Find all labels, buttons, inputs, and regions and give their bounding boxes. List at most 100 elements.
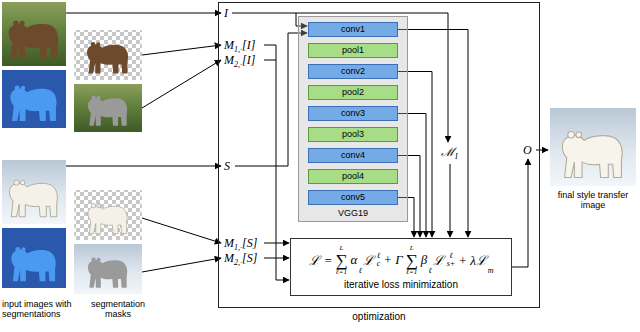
math-symbol: M xyxy=(224,251,234,265)
result-ground xyxy=(550,108,636,186)
wire xyxy=(264,60,276,61)
sum-limit: L xyxy=(340,245,344,252)
sum-limit: ℓ=1 xyxy=(336,269,347,276)
pool-layer: pool2 xyxy=(308,85,398,100)
label-group: M2,·[I] xyxy=(224,53,255,72)
conv-layer: conv5 xyxy=(308,190,398,205)
sum-sign: ∑ xyxy=(406,252,418,269)
label-group: O xyxy=(523,143,532,157)
wire xyxy=(536,150,548,151)
loss-caption: iterative loss minimization xyxy=(344,279,458,290)
math-subscript: 1,· xyxy=(234,243,242,252)
wire xyxy=(264,45,289,280)
layer-name: conv3 xyxy=(341,109,365,118)
sum-limit: L xyxy=(410,245,414,252)
frame-heading: optimization xyxy=(219,311,539,322)
label-group: ℳI xyxy=(441,145,458,164)
wire xyxy=(66,13,221,14)
network-box: VGG19 conv1 pool1 conv2 pool2 conv3 pool3 conv4… xyxy=(298,16,408,222)
caption: input images with segmentations xyxy=(2,299,72,319)
math-term: ℒ = xyxy=(309,251,332,269)
checker-bear xyxy=(88,96,127,126)
photo-ground xyxy=(2,2,66,66)
caption-text: iterative loss minimization xyxy=(344,279,458,290)
math-symbol: I xyxy=(224,6,228,20)
math-symbol: [S] xyxy=(242,236,257,250)
wire xyxy=(66,166,221,167)
sum-sign: ∑ xyxy=(335,252,347,269)
result-bear xyxy=(562,132,622,178)
sum-operator: L∑ℓ=1 xyxy=(406,245,418,276)
sum-limit: ℓ=1 xyxy=(406,269,417,276)
wire xyxy=(142,45,221,55)
masked-bear xyxy=(88,204,127,234)
math-subscript: 1,· xyxy=(234,45,242,54)
layer-name: pool4 xyxy=(342,172,364,181)
conv-layer: conv3 xyxy=(308,106,398,121)
masked-background xyxy=(74,84,142,132)
brown-bear xyxy=(9,21,59,59)
pool-layer: pool3 xyxy=(308,127,398,142)
sum-operator: L∑ℓ=1 xyxy=(335,245,347,276)
layer-name: pool3 xyxy=(342,130,364,139)
photo-ground xyxy=(2,160,66,224)
math-term: ℒ xyxy=(433,251,444,269)
wire xyxy=(142,218,221,243)
math-symbol: S xyxy=(224,159,230,173)
mask-bear xyxy=(10,86,56,121)
script-pair: ℓc xyxy=(377,252,381,268)
masked-background xyxy=(74,244,142,294)
math-symbol: M xyxy=(224,236,234,250)
math-subscript: 2,· xyxy=(234,258,242,267)
conv-layer: conv1 xyxy=(308,22,398,37)
wire xyxy=(142,258,221,272)
masked-bear xyxy=(87,42,128,74)
wire xyxy=(264,243,289,244)
polar-bear xyxy=(10,180,58,217)
math-subscript: c xyxy=(377,260,381,268)
formula: ℒ =L∑ℓ=1αℓℒℓc+ ΓL∑ℓ=1βℓℒℓs++ λℒm xyxy=(308,245,493,276)
pool-layer: pool4 xyxy=(308,169,398,184)
math-term: ℒ xyxy=(363,251,374,269)
math-symbol: M xyxy=(224,53,234,67)
layer-name: conv5 xyxy=(341,193,365,202)
math-symbol: ℳ xyxy=(441,145,455,159)
label-group: segmentation masks xyxy=(88,299,148,320)
checker-ground xyxy=(74,190,142,240)
math-subscript: s+ xyxy=(447,260,456,268)
wire xyxy=(142,60,221,108)
label-group: S xyxy=(224,159,230,173)
caption: segmentation masks xyxy=(91,299,145,319)
math-subscript: ℓ xyxy=(358,266,361,275)
math-symbol: [I] xyxy=(242,53,255,67)
layer-name: pool1 xyxy=(342,46,364,55)
math-symbol: [I] xyxy=(242,38,255,52)
layer-name: conv1 xyxy=(341,25,365,34)
caption: final style transfer image xyxy=(558,190,629,210)
math-superscript: ℓ xyxy=(377,252,380,260)
math-subscript: 2,· xyxy=(234,60,242,69)
optimization-frame: optimizationVGG19conv1pool1conv2pool2con… xyxy=(218,2,540,308)
network-name: VGG19 xyxy=(299,208,407,218)
math-symbol: [S] xyxy=(242,251,257,265)
layer-name: conv2 xyxy=(341,67,365,76)
math-superscript: ℓ xyxy=(449,252,452,260)
math-term: + Γ xyxy=(383,252,402,268)
mask-ground xyxy=(2,70,66,128)
checker-bear xyxy=(88,258,127,288)
wire xyxy=(512,159,528,267)
math-subscript: I xyxy=(455,152,458,161)
loss-box: ℒ =L∑ℓ=1αℓℒℓc+ ΓL∑ℓ=1βℓℒℓs++ λℒmiterativ… xyxy=(290,238,512,296)
wire xyxy=(450,164,451,237)
mask-bear xyxy=(11,247,55,281)
label-group: I xyxy=(224,6,228,20)
conv-layer: conv4 xyxy=(308,148,398,163)
script-pair: ℓs+ xyxy=(447,252,456,268)
math-term: α xyxy=(351,252,358,268)
layer-name: pool2 xyxy=(342,88,364,97)
math-subscript: ℓ xyxy=(428,266,431,275)
checker-ground xyxy=(74,30,142,80)
connector xyxy=(398,30,468,238)
